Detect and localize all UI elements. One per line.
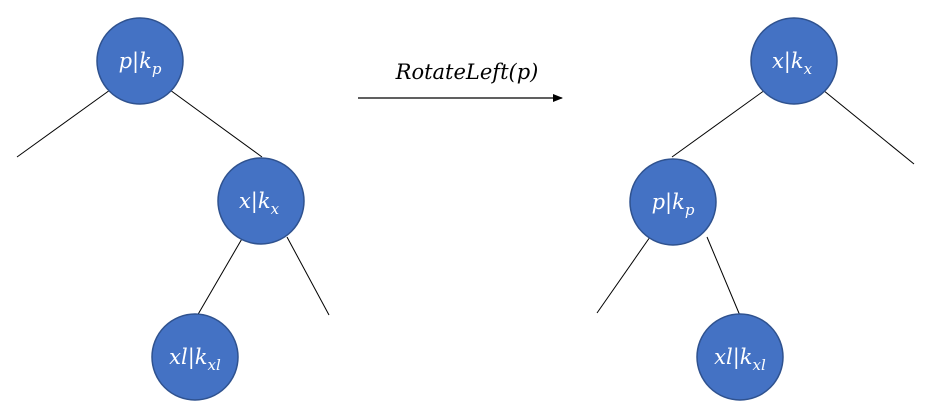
before-node-xl-label: xl|kxl — [169, 345, 221, 374]
after-edge-p-to-xl — [706, 236, 742, 319]
before-node-xl-sep: |k — [188, 345, 208, 370]
before-node-xl-key: xl — [208, 356, 221, 374]
before-node-p: p|kp — [96, 17, 184, 105]
after-node-xl-label: xl|kxl — [714, 345, 766, 374]
after-node-xl: xl|kxl — [696, 313, 784, 401]
before-node-x-circle — [217, 157, 305, 245]
after-node-x: x|kx — [750, 17, 838, 105]
before-node-x-key: x — [271, 200, 280, 218]
before-node-xl-circle — [151, 313, 239, 401]
after-edge-x-right-subtree — [822, 89, 915, 165]
after-node-xl-key: xl — [753, 356, 766, 374]
before-node-xl: xl|kxl — [151, 313, 239, 401]
after-node-p-name: p — [652, 190, 665, 214]
before-edge-x-to-xl — [192, 236, 244, 324]
before-node-p-label: p|kp — [119, 49, 162, 78]
after-node-x-circle — [750, 17, 838, 105]
after-node-x-sep: |k — [784, 49, 804, 74]
after-node-p: p|kp — [629, 158, 717, 246]
before-node-p-circle — [96, 17, 184, 105]
after-node-x-key: x — [804, 60, 813, 78]
before-node-xl-name: xl — [169, 345, 188, 369]
before-node-x-label: x|kx — [239, 189, 280, 218]
rotation-arrow-group: RotateLeft(p) — [358, 60, 563, 102]
before-node-x-sep: |k — [251, 189, 271, 214]
after-node-xl-name: xl — [714, 345, 733, 369]
after-node-p-circle — [629, 158, 717, 246]
after-tree: x|kx p|kp xl|kxl — [596, 17, 915, 401]
after-node-xl-circle — [696, 313, 784, 401]
before-edge-p-to-x — [169, 89, 263, 158]
after-node-x-name: x — [772, 49, 784, 73]
after-node-xl-sep: |k — [733, 345, 753, 370]
before-node-p-name: p — [119, 49, 132, 73]
operation-label: RotateLeft(p) — [395, 60, 539, 84]
after-node-p-sep: |k — [665, 190, 685, 215]
before-node-p-key: p — [152, 60, 162, 78]
before-tree: p|kp x|kx xl|kxl — [16, 17, 330, 401]
after-node-x-label: x|kx — [772, 49, 813, 78]
after-edge-p-left-subtree — [596, 236, 651, 314]
before-node-p-sep: |k — [132, 49, 152, 74]
before-node-x: x|kx — [217, 157, 305, 245]
after-node-p-label: p|kp — [652, 190, 695, 219]
after-node-p-key: p — [685, 201, 695, 219]
before-edge-p-left-subtree — [16, 89, 111, 158]
after-edge-x-to-p — [671, 89, 766, 158]
before-edge-x-right-subtree — [286, 236, 330, 316]
before-node-x-name: x — [239, 189, 251, 213]
